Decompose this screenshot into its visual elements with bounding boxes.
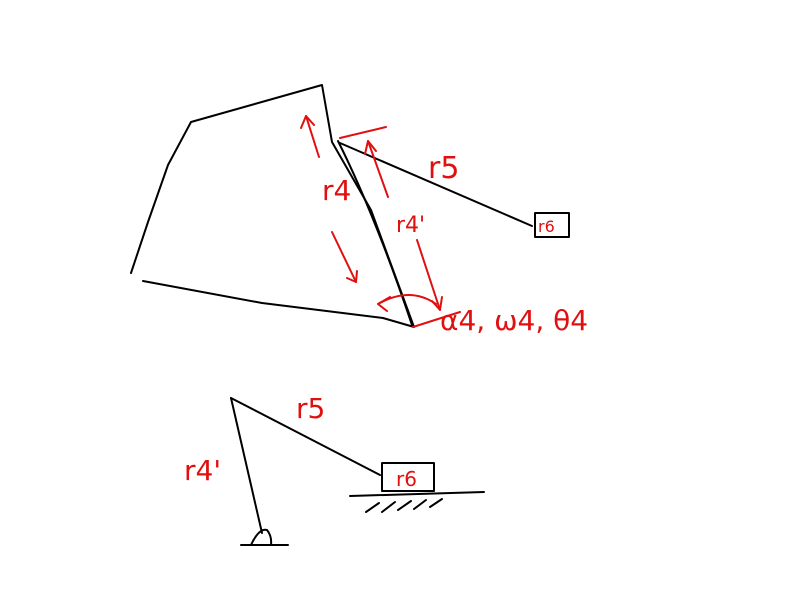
ground-hatch: [365, 498, 443, 513]
r5-link-top: [339, 142, 533, 227]
r5-label-bottom: r5: [296, 392, 325, 425]
r4-prime-label-bottom: r4': [184, 454, 221, 487]
r4-prime-link-bottom: [230, 397, 263, 534]
r4-prime-arrow-up: [367, 140, 389, 198]
r4-arrow-down-head: [346, 270, 358, 283]
angular-motion-arrow-head: [377, 296, 391, 312]
r4-label-top: r4: [322, 174, 351, 207]
r5-link-bottom: [230, 397, 381, 476]
pivot-support: [250, 528, 273, 546]
r5-label-top: r5: [428, 151, 459, 186]
alpha-omega-theta-label: α4, ω4, θ4: [440, 304, 588, 337]
tangent-tick-bottom: [412, 311, 461, 328]
r6-label-bottom: r6: [396, 467, 417, 491]
slider-block-r6-bottom: [381, 462, 435, 492]
r4-prime-label-top: r4': [396, 213, 425, 238]
r4-side-curve: [337, 140, 413, 326]
lower-linkage-sketch: r5 r4' r6: [184, 392, 485, 546]
r4-prime-arrow-up-head: [364, 140, 377, 155]
slider-ground-line: [349, 491, 485, 497]
upper-linkage-sketch: r6 r4 r4' r5 α4, ω4, θ4: [130, 84, 588, 337]
slider-block-r6-top: [534, 212, 570, 238]
r4-prime-arrow-down: [416, 239, 441, 311]
r4-arrow-up: [305, 115, 320, 158]
tangent-tick-top: [339, 126, 387, 139]
quadrilateral-link: [130, 84, 415, 328]
r6-label-top: r6: [538, 217, 555, 236]
r4-arrow-down: [331, 231, 357, 283]
r4-arrow-up-head: [300, 115, 315, 129]
